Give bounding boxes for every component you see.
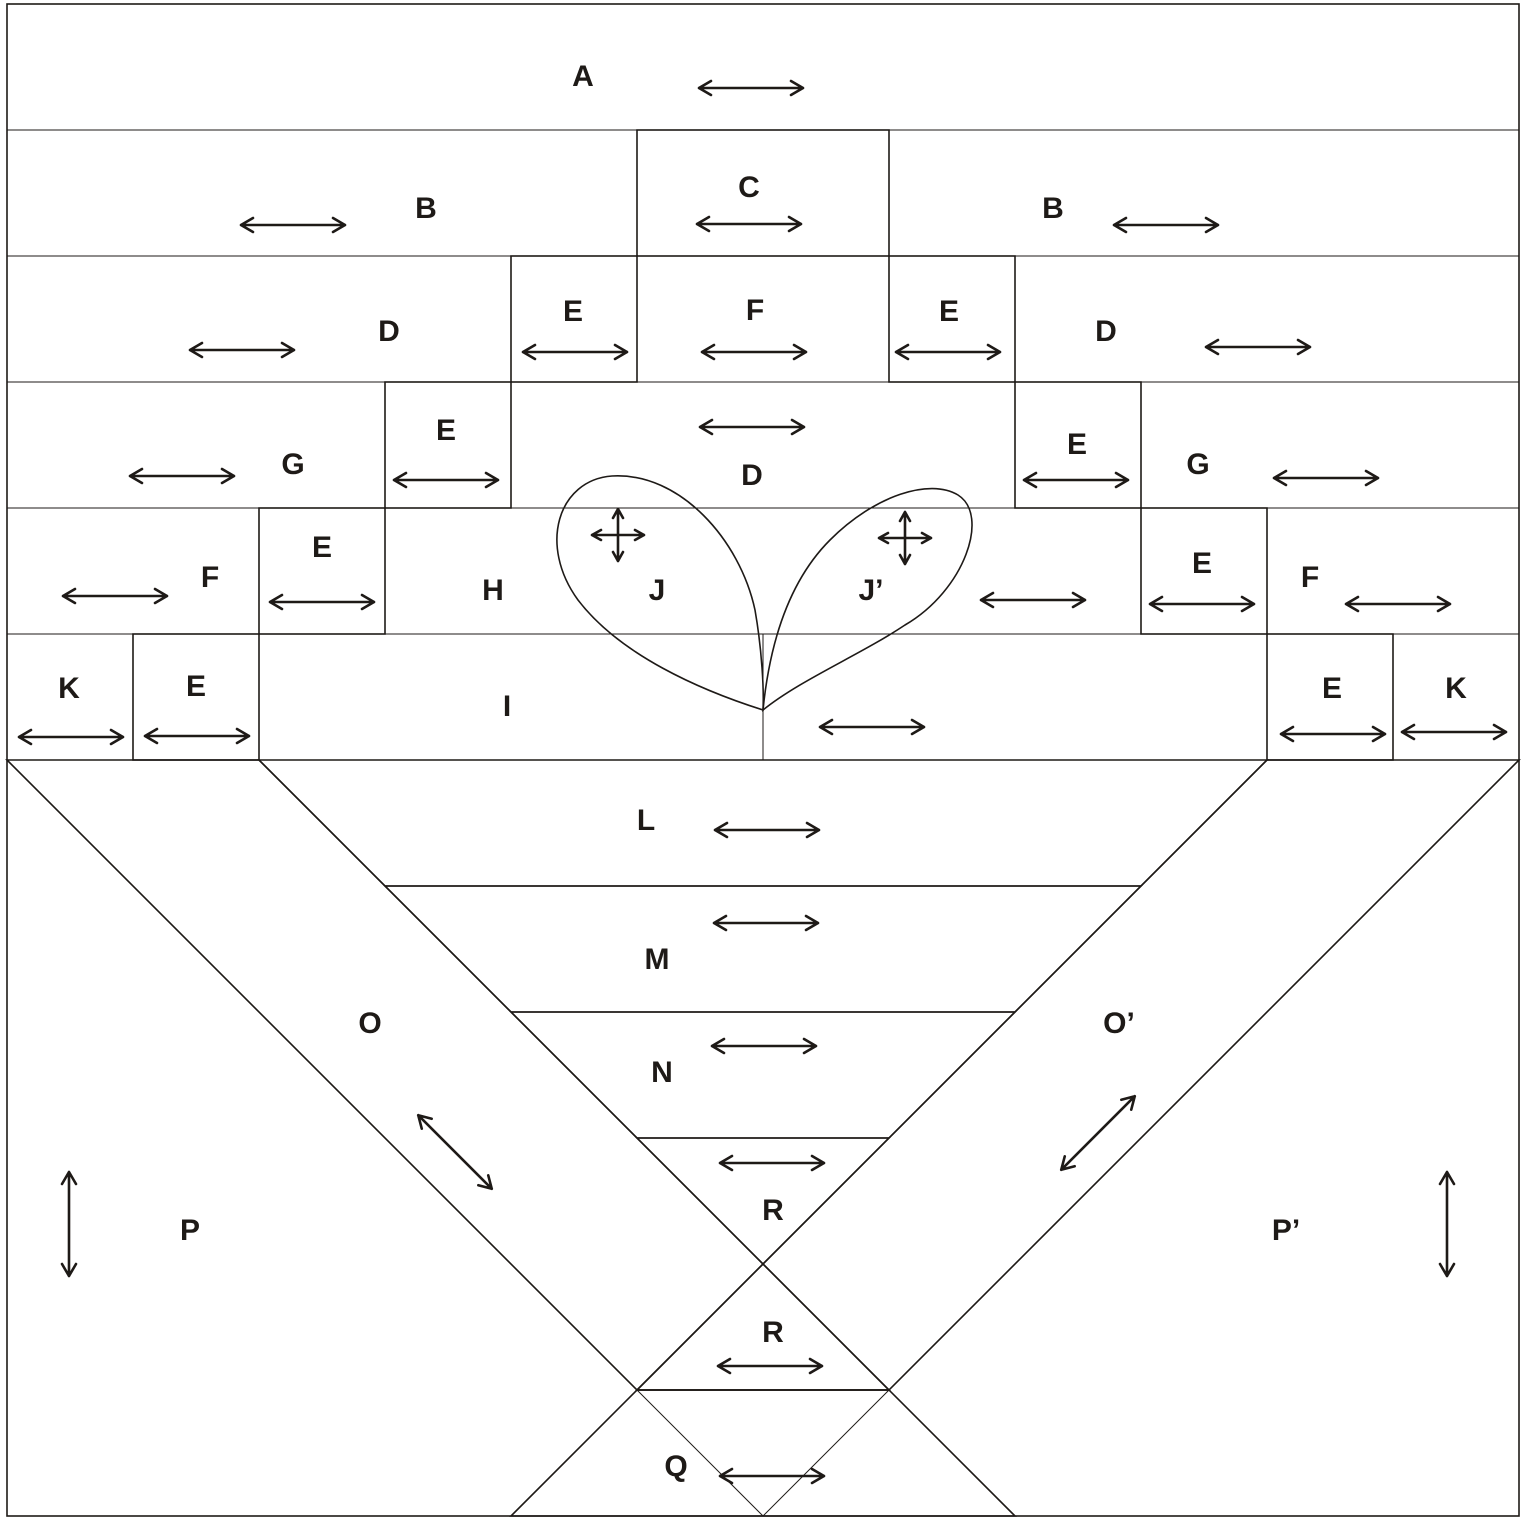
label-h: H [482,574,504,607]
label-f-r2: F [746,294,764,327]
label-d-r3: D [741,459,763,492]
label-k-right: K [1445,672,1467,705]
label-e-r5-left: E [186,670,206,703]
label-j-prime: J’ [858,574,883,607]
label-e-r4-left: E [312,531,332,564]
label-e-r2-left: E [563,295,583,328]
label-k-left: K [58,672,80,705]
label-f-r4-right: F [1301,561,1319,594]
label-e-r4-right: E [1192,547,1212,580]
label-e-r2-right: E [939,295,959,328]
label-r-top: R [762,1194,784,1227]
label-p-prime: P’ [1272,1214,1300,1247]
label-e-r3-right: E [1067,428,1087,461]
label-e-r5-right: E [1322,672,1342,705]
label-f-r4-left: F [201,561,219,594]
label-m: M [645,943,670,976]
label-r-bottom: R [762,1316,784,1349]
label-i: I [503,690,511,723]
label-g-right: G [1186,448,1209,481]
label-b-right: B [1042,192,1064,225]
label-c: C [738,171,760,204]
label-d-r2-right: D [1095,315,1117,348]
label-b-left: B [415,192,437,225]
label-o: O [358,1007,381,1040]
label-j: J [649,574,666,607]
label-e-r3-left: E [436,414,456,447]
label-n: N [651,1056,673,1089]
label-d-r2-left: D [378,315,400,348]
label-l: L [637,804,655,837]
label-o-prime: O’ [1103,1007,1135,1040]
label-p: P [180,1214,200,1247]
label-q: Q [664,1450,687,1483]
label-g-left: G [281,448,304,481]
label-a: A [572,60,594,93]
